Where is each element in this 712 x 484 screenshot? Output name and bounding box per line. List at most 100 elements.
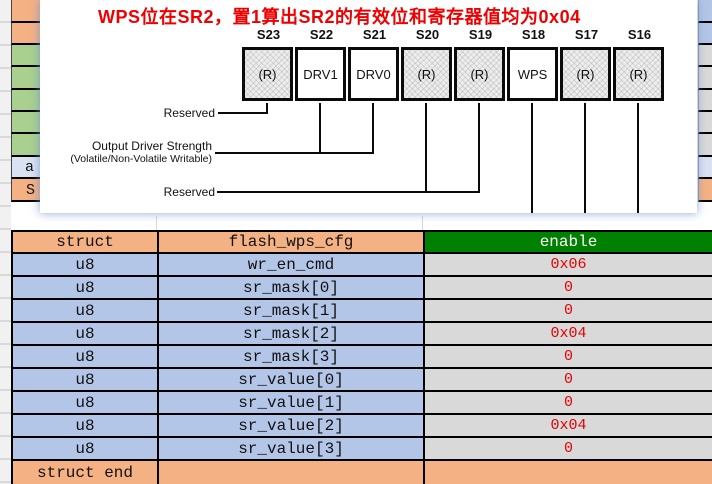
sheet-left-strip — [0, 0, 11, 484]
sheet-cell[interactable] — [11, 112, 42, 134]
connector-line-reserved2 — [217, 191, 480, 193]
cell-field-name[interactable]: sr_value[2] — [157, 413, 425, 438]
cell-value[interactable]: 0 — [423, 344, 712, 369]
cell-field-name[interactable]: sr_mask[1] — [157, 298, 425, 323]
cell-field-name[interactable]: sr_mask[2] — [157, 321, 425, 346]
bit-number-label: S17 — [574, 27, 599, 42]
sheet-cell[interactable] — [698, 90, 712, 112]
cell-value[interactable]: 0 — [423, 367, 712, 392]
bit-number-label: S21 — [362, 27, 387, 42]
sheet-cell[interactable] — [698, 112, 712, 134]
reserved-label-bottom: Reserved — [163, 185, 215, 199]
cell-field-name[interactable]: sr_mask[3] — [157, 344, 425, 369]
sheet-cell[interactable] — [11, 23, 42, 45]
bit-field-box: (R) — [242, 47, 293, 101]
connector-line-s23 — [218, 112, 268, 114]
connector-line-ods — [215, 152, 374, 154]
sheet-cell[interactable] — [698, 179, 712, 202]
connector-line-s23 — [266, 103, 268, 114]
cell-type[interactable]: u8 — [11, 252, 159, 277]
gridline — [422, 216, 423, 230]
cell-type[interactable]: u8 — [11, 413, 159, 438]
sheet-cell[interactable] — [11, 90, 42, 112]
figure-annotation-title: WPS位在SR2，置1算出SR2的有效位和寄存器值均为0x04 — [98, 7, 581, 27]
cell-type[interactable]: u8 — [11, 344, 159, 369]
sheet-cell[interactable] — [11, 67, 42, 90]
cell-value[interactable]: 0 — [423, 436, 712, 461]
sheet-cell[interactable] — [698, 157, 712, 179]
sheet-cell[interactable] — [11, 179, 42, 202]
sheet-cell[interactable] — [698, 45, 712, 67]
footer-cell-empty[interactable] — [423, 459, 712, 484]
connector-line-wps — [531, 103, 533, 213]
cell-type[interactable]: u8 — [11, 321, 159, 346]
cell-field-name[interactable]: sr_value[3] — [157, 436, 425, 461]
sheet-cell[interactable] — [698, 0, 712, 23]
output-driver-strength-label: Output Driver Strength — [91, 139, 212, 153]
cell-type[interactable]: u8 — [11, 390, 159, 415]
bit-field-box: WPS — [507, 47, 558, 101]
connector-line-s21 — [372, 103, 374, 154]
bit-number-label: S22 — [309, 27, 334, 42]
sheet-cell[interactable] — [11, 134, 42, 157]
bit-number-label: S19 — [468, 27, 493, 42]
cell-field-name[interactable]: sr_value[0] — [157, 367, 425, 392]
sheet-cell[interactable] — [698, 134, 712, 157]
cell-field-name[interactable]: wr_en_cmd — [157, 252, 425, 277]
header-cell-enable[interactable]: enable — [423, 230, 712, 254]
reserved-label-top: Reserved — [163, 106, 215, 120]
bit-number-label: S23 — [256, 27, 281, 42]
connector-line-s19 — [478, 103, 480, 193]
cell-value[interactable]: 0x04 — [423, 413, 712, 438]
cell-value[interactable]: 0 — [423, 298, 712, 323]
cell-value[interactable]: 0x04 — [423, 321, 712, 346]
cell-type[interactable]: u8 — [11, 436, 159, 461]
partial-cell-text-s: S — [26, 182, 36, 199]
bit-field-box: DRV1 — [295, 47, 346, 101]
sheet-cell[interactable] — [11, 0, 42, 23]
connector-line-s20 — [425, 103, 427, 193]
bit-number-label: S20 — [415, 27, 440, 42]
cell-type[interactable]: u8 — [11, 298, 159, 323]
cell-type[interactable]: u8 — [11, 275, 159, 300]
bit-field-box: (R) — [454, 47, 505, 101]
cell-value[interactable]: 0 — [423, 275, 712, 300]
footer-cell-empty[interactable] — [157, 459, 425, 484]
cell-type[interactable]: u8 — [11, 367, 159, 392]
footer-cell-struct-end[interactable]: struct end — [11, 459, 159, 484]
bit-field-box: (R) — [560, 47, 611, 101]
header-cell-flash-wps-cfg[interactable]: flash_wps_cfg — [157, 230, 425, 254]
connector-line-s22 — [319, 103, 321, 154]
header-cell-struct[interactable]: struct — [11, 230, 159, 254]
bit-number-label: S18 — [521, 27, 546, 42]
cell-field-name[interactable]: sr_value[1] — [157, 390, 425, 415]
sheet-cell[interactable] — [11, 45, 42, 67]
sheet-cell[interactable] — [698, 67, 712, 90]
sheet-cell[interactable] — [698, 23, 712, 45]
cell-value[interactable]: 0 — [423, 390, 712, 415]
partial-cell-text-a: a — [25, 159, 35, 176]
sheet-cell[interactable] — [11, 157, 42, 179]
cell-value[interactable]: 0x06 — [423, 252, 712, 277]
gridline — [156, 216, 157, 230]
register-diagram-figure[interactable]: WPS位在SR2，置1算出SR2的有效位和寄存器值均为0x04 S23 S22 S2… — [40, 0, 697, 213]
connector-line-s16 — [637, 103, 639, 213]
bit-field-box: (R) — [613, 47, 664, 101]
table-row: struct end — [11, 459, 712, 484]
bit-field-box: DRV0 — [348, 47, 399, 101]
bit-number-label: S16 — [627, 27, 652, 42]
connector-line-s17 — [584, 103, 586, 213]
cell-field-name[interactable]: sr_mask[0] — [157, 275, 425, 300]
bit-field-box: (R) — [401, 47, 452, 101]
